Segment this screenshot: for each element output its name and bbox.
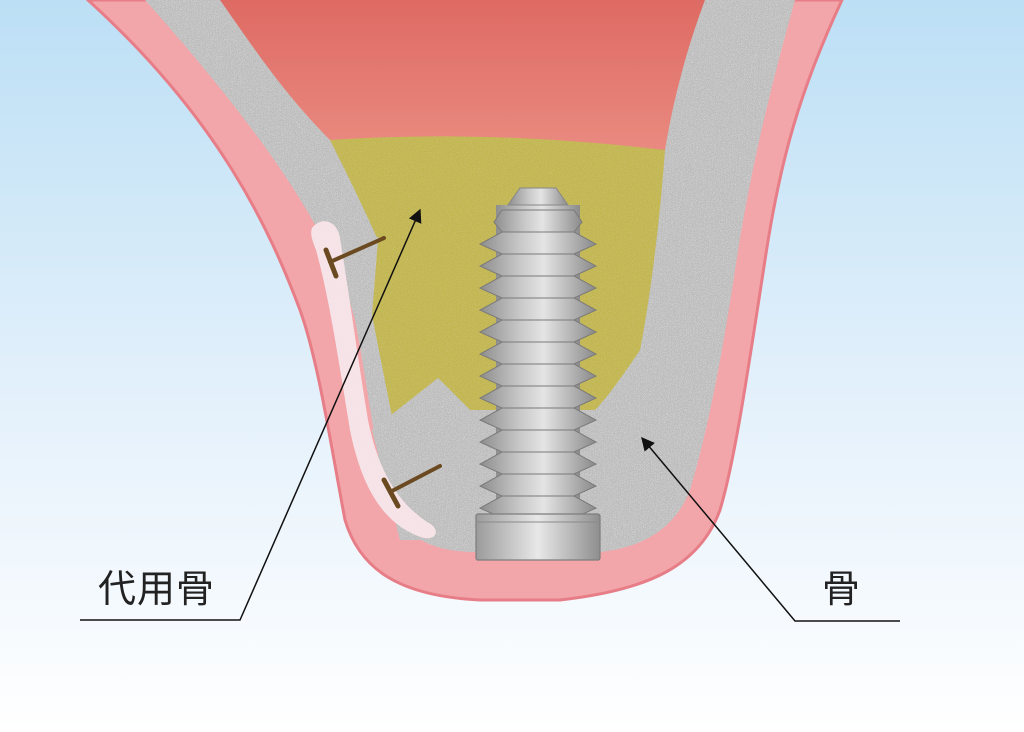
- leader-bone-substitute: [80, 208, 422, 621]
- implant-thread: [478, 429, 598, 453]
- implant-apex: [507, 187, 569, 206]
- implant-thread: [478, 473, 598, 497]
- implant-thread: [478, 385, 598, 409]
- leader-bone: [641, 436, 900, 622]
- sinus-cavity: [220, 0, 705, 150]
- implant-thread: [478, 297, 598, 321]
- implant-thread: [478, 319, 598, 343]
- label-bone-substitute: 代用骨: [98, 567, 216, 611]
- implant-thread: [478, 451, 598, 475]
- implant-screw-icon: [475, 187, 601, 561]
- implant-thread: [478, 341, 598, 365]
- implant-thread: [478, 253, 598, 277]
- implant-thread: [478, 363, 598, 387]
- fixation-pin-icon: [381, 464, 442, 509]
- implant-thread: [493, 209, 583, 233]
- implant-thread: [478, 275, 598, 299]
- implant-collar: [475, 513, 601, 561]
- bone-substitute-membrane: [311, 221, 436, 539]
- implant-thread: [478, 407, 598, 431]
- fixation-pin-icon: [323, 236, 386, 279]
- label-bone: 骨: [822, 567, 861, 611]
- implant-thread: [478, 231, 598, 255]
